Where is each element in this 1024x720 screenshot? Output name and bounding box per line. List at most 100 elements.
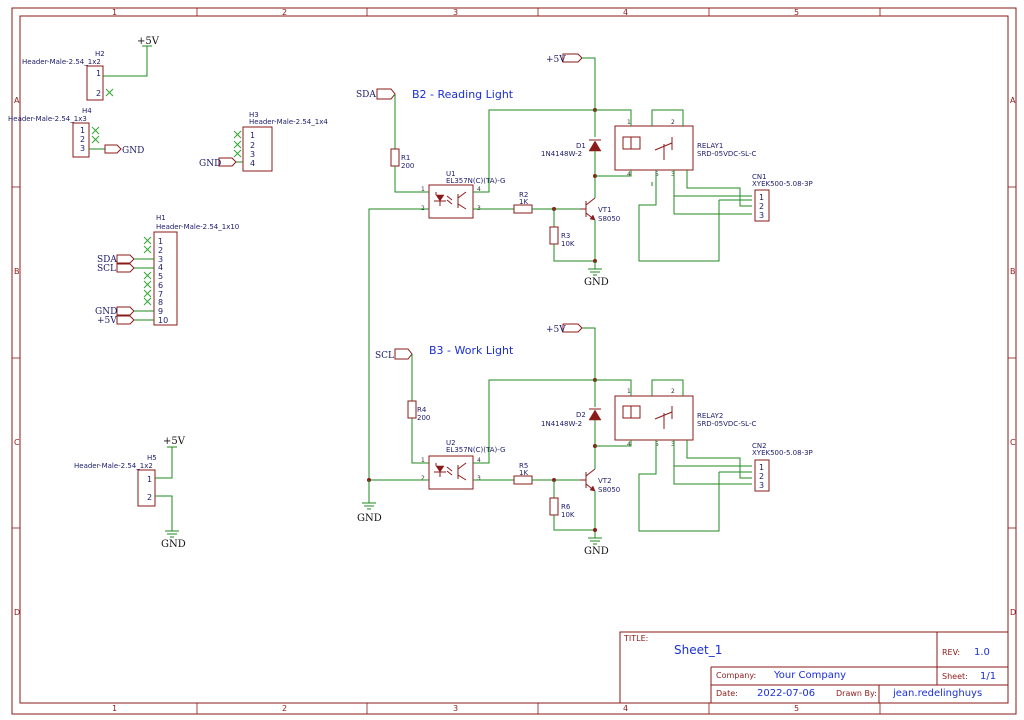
- vt2-transistor[interactable]: VT2 S8050: [580, 468, 620, 494]
- relay2-pin-3: 3: [671, 441, 675, 448]
- header-h2[interactable]: H2 Header-Male-2.54_1x2 1 2: [22, 50, 114, 101]
- scl-port-icon: [394, 348, 413, 360]
- r1-ref: R1: [401, 154, 410, 162]
- r4-value: 200: [417, 414, 430, 422]
- d1-diode-icon[interactable]: [588, 139, 602, 152]
- r1-body: [390, 148, 400, 167]
- cn1-body: [754, 189, 770, 222]
- cn1-pin-3: 3: [759, 211, 764, 220]
- sheet-value: 1/1: [980, 671, 996, 682]
- cn2-terminal[interactable]: CN2 XYEK500-5.08-3P 1 2 3: [752, 442, 813, 492]
- h2-vcc-label: +5V: [137, 36, 160, 47]
- relay1-pin-2: 2: [671, 119, 675, 126]
- cn1-pin-2: 2: [759, 202, 764, 211]
- u2-optocoupler[interactable]: U2 EL357N(C)(TA)-G 1 2 3 4: [421, 439, 505, 490]
- h1-value: Header-Male-2.54_1x10: [156, 223, 239, 231]
- u1-pin-4: 4: [477, 186, 481, 193]
- h5-value: Header-Male-2.54_1x2: [74, 462, 153, 470]
- h4-nc-markers: [91, 126, 100, 144]
- r6-ref: R6: [561, 503, 571, 511]
- u1-pin-1: 1: [421, 186, 425, 193]
- grid-labels: 1 2 3 4 5 1 2 3 4 5 A B C D A B C D: [14, 8, 1016, 713]
- h1-vcc-port-icon: [116, 315, 135, 325]
- grid-col-5: 5: [794, 8, 799, 17]
- cn1-terminal[interactable]: CN1 XYEK500-5.08-3P 1 2 3: [752, 173, 813, 222]
- h5-body: [137, 469, 156, 507]
- header-h3[interactable]: H3 Header-Male-2.54_1x4 1 2 3 4: [233, 111, 328, 172]
- u1-phototransistor-icon: [457, 191, 467, 210]
- h2-vcc-net: +5V: [103, 36, 160, 77]
- r1-value: 200: [401, 162, 414, 170]
- grid-col-2: 2: [282, 8, 287, 17]
- title-label: TITLE:: [623, 634, 648, 643]
- scl-port-label: SCL: [375, 351, 394, 361]
- relay2-pin-4: 4: [627, 441, 631, 448]
- cn1-value: XYEK500-5.08-3P: [752, 180, 813, 188]
- cn2-pin-1: 1: [759, 463, 764, 472]
- relay1[interactable]: RELAY1 SRD-05VDC-SL-C 1 2 3 4 5: [614, 119, 756, 178]
- r5-body: [513, 475, 533, 485]
- r2-ref: R2: [519, 191, 528, 199]
- r3-ref: R3: [561, 232, 570, 240]
- h1-pin-7: 7: [158, 290, 163, 299]
- grid-row-c-right: C: [1010, 438, 1016, 447]
- section-b2-title: B2 - Reading Light: [412, 88, 514, 101]
- h2-pin-1: 1: [96, 69, 101, 78]
- h4-body: [72, 122, 90, 158]
- d2-diode-icon[interactable]: [588, 408, 602, 421]
- h2-value: Header-Male-2.54_1x2: [22, 58, 101, 66]
- h1-pin-9: 9: [158, 307, 163, 316]
- cn2-value: XYEK500-5.08-3P: [752, 449, 813, 457]
- r6-value: 10K: [561, 511, 575, 519]
- h1-ref: H1: [156, 214, 166, 222]
- vt1-transistor[interactable]: VT1 S8050: [580, 197, 620, 223]
- vt1-ref: VT1: [598, 206, 612, 214]
- h1-vcc-label: +5V: [97, 316, 117, 326]
- sheet-frame: [11, 7, 1017, 715]
- grid-row-d-right: D: [1010, 608, 1016, 617]
- cn2-pin-2: 2: [759, 472, 764, 481]
- relay2-pin-2: 2: [671, 388, 675, 395]
- relay1-pin-4: 4: [627, 171, 631, 178]
- d1-ref: D1: [576, 142, 586, 150]
- grid-col-1: 1: [112, 8, 117, 17]
- vt1-value: S8050: [598, 215, 620, 223]
- relay2-ref: RELAY2: [697, 412, 723, 420]
- h1-gnd-label: GND: [95, 307, 117, 317]
- d2-value: 1N4148W-2: [541, 420, 582, 428]
- h1-pin-1: 1: [158, 237, 163, 246]
- r2-value: 1K: [519, 198, 528, 206]
- h5-gnd-label: GND: [161, 539, 186, 550]
- vcc-port-icon: [562, 53, 583, 63]
- h4-gnd-port-icon: [104, 144, 122, 154]
- header-h5[interactable]: H5 Header-Male-2.54_1x2 1 2: [74, 454, 157, 507]
- u1-value: EL357N(C)(TA)-G: [446, 177, 505, 185]
- u1-optocoupler[interactable]: U1 EL357N(C)(TA)-G 1 2 3 4: [421, 170, 505, 219]
- h1-sda-label: SDA: [97, 255, 117, 265]
- rev-value: 1.0: [974, 647, 990, 658]
- circuit-b2: SDA R1 200 U1 EL357N(C)(TA)-G 1 2 3 4: [356, 53, 813, 480]
- h1-body: [153, 231, 178, 326]
- grid-row-b: B: [14, 267, 20, 276]
- relay2-pin-1: 1: [627, 388, 631, 395]
- r4-body: [407, 400, 417, 419]
- company-label: Company:: [716, 671, 756, 680]
- relay2[interactable]: RELAY2 SRD-05VDC-SL-C 1 2 3 4 5: [614, 388, 756, 448]
- grid-col-4: 4: [623, 8, 628, 17]
- h3-gnd-port-icon: [218, 157, 237, 167]
- header-h4[interactable]: H4 Header-Male-2.54_1x3 1 2 3: [8, 107, 100, 158]
- h5-ref: H5: [147, 454, 157, 462]
- relay2-pin-5: 5: [655, 441, 659, 448]
- h1-pin-2: 2: [158, 246, 163, 255]
- h4-pin-2: 2: [80, 135, 85, 144]
- title-value: Sheet_1: [674, 643, 722, 657]
- h3-pin-4: 4: [250, 159, 255, 168]
- h4-gnd-net: GND: [89, 144, 144, 156]
- h2-pin-2: 2: [96, 89, 101, 98]
- relay1-pin-1: 1: [627, 119, 631, 126]
- header-h1[interactable]: H1 Header-Male-2.54_1x10 1 2 3 4 5 6 7 8…: [143, 214, 239, 326]
- h1-pin-6: 6: [158, 281, 163, 290]
- d1-value: 1N4148W-2: [541, 150, 582, 158]
- title-block: TITLE: Sheet_1 REV: 1.0 Company: Your Co…: [619, 631, 1009, 704]
